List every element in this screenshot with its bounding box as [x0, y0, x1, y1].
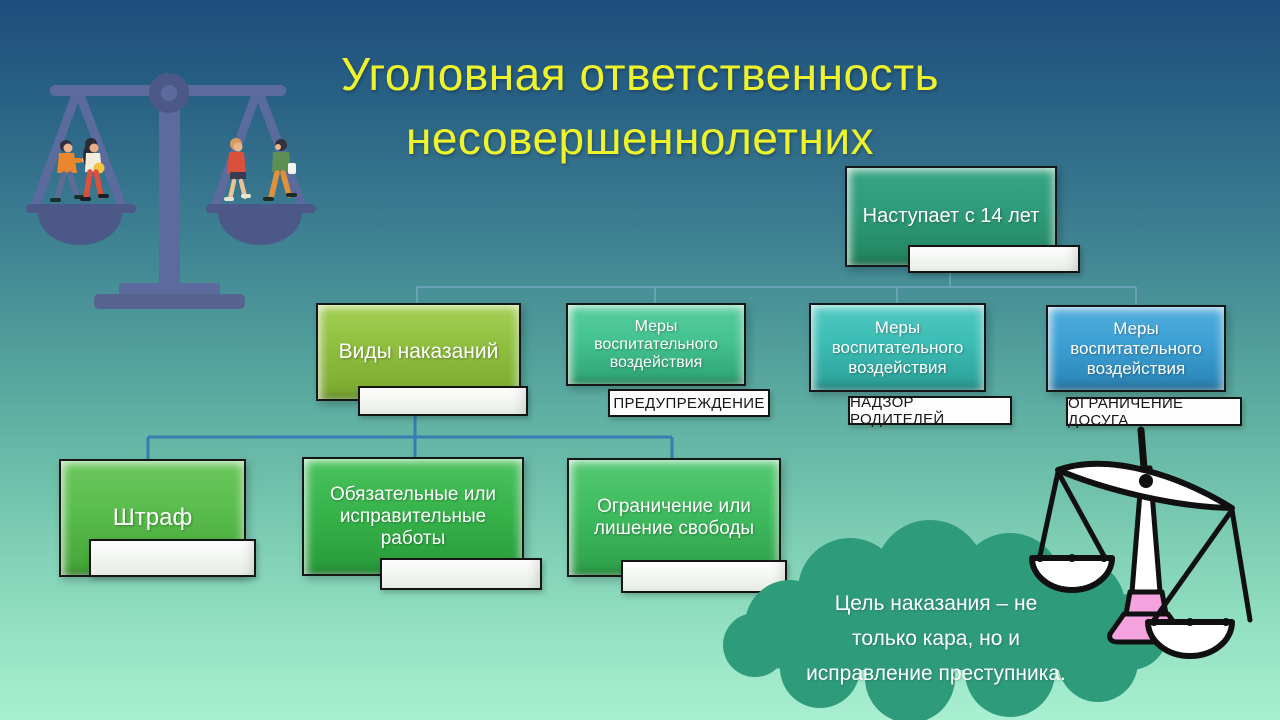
empty-tab-types [358, 386, 528, 416]
tag-parental-supervision-label: НАДЗОР РОДИТЕЛЕЙ [850, 393, 945, 428]
right-pan [1145, 619, 1235, 659]
scale-pole [159, 95, 180, 290]
scales-line-art-icon [1029, 426, 1253, 659]
left-pan-bowl [38, 213, 122, 245]
title-line-1: Уголовная ответственность [340, 48, 940, 100]
right-pan-bar [206, 204, 316, 213]
person-1 [50, 140, 87, 202]
box-punishment-types-label: Виды наказаний [338, 340, 499, 363]
box-measures-1-label: Меры воспитательного воздействия [594, 317, 718, 371]
scale-hub-inner [161, 85, 177, 101]
title-line-2: несовершеннолетних [405, 112, 875, 164]
box-measures-2: Меры воспитательного воздействия [809, 303, 986, 392]
empty-tab-fine [89, 539, 256, 577]
box-measures-2-label: Меры воспитательного воздействия [831, 317, 964, 377]
box-measures-3-label: Меры воспитательного воздействия [1070, 318, 1202, 378]
box-measures-3: Меры воспитательного воздействия [1046, 305, 1226, 392]
right-pan-strings [1151, 507, 1253, 623]
person-4 [263, 139, 297, 201]
lower-connectors [146, 416, 674, 459]
thought-cloud [723, 520, 1168, 720]
left-pan-bar [26, 204, 136, 213]
tag-leisure-restriction: ОГРАНИЧЕНИЕ ДОСУГА [1066, 394, 1242, 429]
empty-tab-community-work [380, 558, 542, 590]
box-age-label: Наступает с 14 лет [862, 205, 1040, 227]
left-hanger [30, 85, 127, 211]
box-liberty-restriction-label: Ограничение или лишение свободы [593, 495, 755, 539]
person-2 [80, 138, 109, 201]
tag-warning-label: ПРЕДУПРЕЖДЕНИЕ [613, 394, 765, 412]
box-community-work: Обязательные или исправительные работы [302, 457, 524, 576]
scales-top-hook [1137, 426, 1148, 472]
right-pan-bowl [218, 213, 302, 245]
scale-base-lower [94, 294, 245, 309]
tag-leisure-restriction-label: ОГРАНИЧЕНИЕ ДОСУГА [1068, 394, 1184, 429]
cloud-caption-line-1: Цель наказания – не [834, 592, 1038, 615]
cloud-caption-line-2: только кара, но и [852, 627, 1020, 650]
box-community-work-label: Обязательные или исправительные работы [329, 483, 497, 549]
box-measures-1: Меры воспитательного воздействия [566, 303, 746, 386]
person-3 [224, 138, 251, 202]
box-fine-label: Штраф [112, 504, 193, 531]
left-pan [1029, 555, 1115, 593]
cloud-caption-line-3: исправление преступника. [806, 662, 1066, 685]
tag-warning: ПРЕДУПРЕЖДЕНИЕ [608, 389, 770, 417]
left-pan-strings [1037, 469, 1107, 559]
empty-tab-liberty-restriction [621, 560, 787, 593]
slide-title: Уголовная ответственность несовершенноле… [250, 42, 1030, 170]
box-liberty-restriction: Ограничение или лишение свободы [567, 458, 781, 577]
upper-connectors [416, 273, 1137, 305]
empty-tab-age [908, 245, 1080, 273]
scales-pivot-dot [1139, 474, 1153, 488]
box-punishment-types: Виды наказаний [316, 303, 521, 401]
tag-parental-supervision: НАДЗОР РОДИТЕЛЕЙ [848, 393, 1012, 428]
scale-base-upper [119, 283, 220, 296]
cloud-caption: Цель наказания – не только кара, но и ис… [768, 586, 1104, 691]
